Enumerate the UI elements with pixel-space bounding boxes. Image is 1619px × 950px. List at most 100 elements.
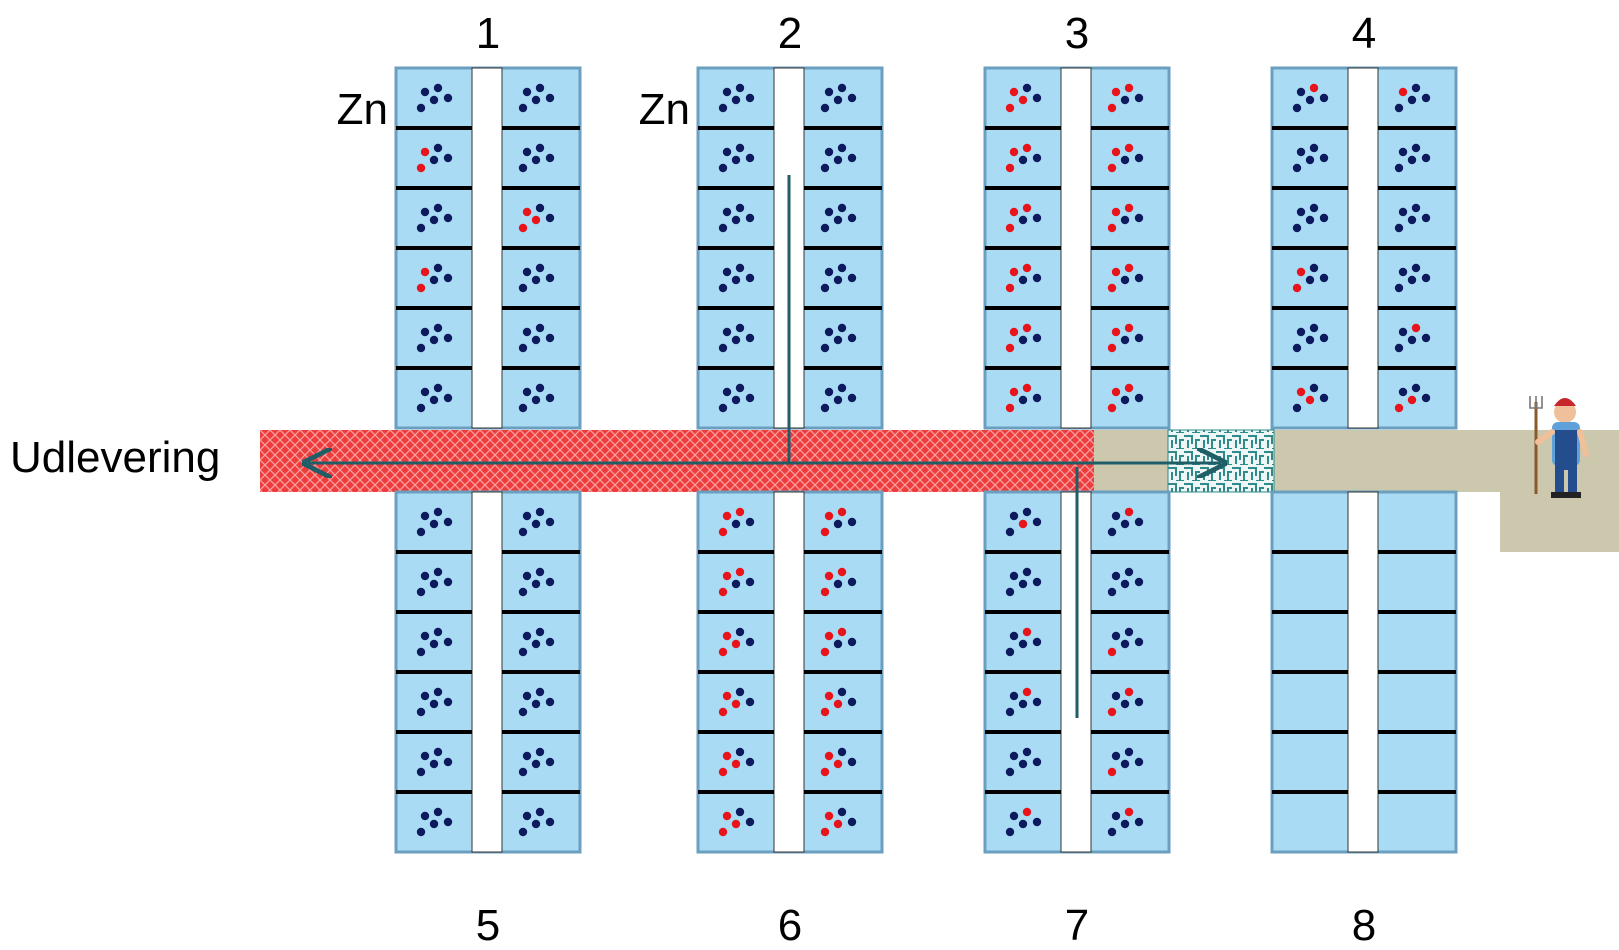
animal-dot [535, 807, 545, 817]
animal-dot [1005, 767, 1015, 777]
animal-dot [1111, 631, 1121, 641]
animal-dot [1111, 691, 1121, 701]
animal-dot [833, 699, 843, 709]
animal-dot [545, 93, 555, 103]
animal-dot [443, 757, 453, 767]
animal-dot [1124, 323, 1134, 333]
animal-dot [531, 819, 541, 829]
animal-dot [1134, 577, 1144, 587]
animal-dot [1305, 215, 1315, 225]
animal-dot [420, 207, 430, 217]
animal-dot [1022, 687, 1032, 697]
animal-dot [1398, 207, 1408, 217]
animal-dot [1394, 403, 1404, 413]
animal-dot [518, 283, 528, 293]
animal-dot [722, 327, 732, 337]
animal-dot [429, 699, 439, 709]
animal-dot [522, 147, 532, 157]
animal-dot [522, 387, 532, 397]
animal-dot [545, 333, 555, 343]
animal-dot [416, 283, 426, 293]
animal-dot [1319, 93, 1329, 103]
animal-dot [522, 631, 532, 641]
animal-dot [824, 751, 834, 761]
animal-dot [1032, 393, 1042, 403]
animal-dot [1309, 323, 1319, 333]
section-number-1: 1 [476, 9, 500, 58]
animal-dot [718, 343, 728, 353]
animal-dot [1107, 343, 1117, 353]
animal-dot [535, 383, 545, 393]
animal-dot [735, 807, 745, 817]
animal-dot [1292, 343, 1302, 353]
animal-dot [833, 395, 843, 405]
animal-dot [735, 263, 745, 273]
animal-dot [1032, 333, 1042, 343]
animal-dot [429, 639, 439, 649]
animal-dot [837, 507, 847, 517]
animal-dot [847, 577, 857, 587]
animal-dot [722, 387, 732, 397]
animal-dot [518, 223, 528, 233]
animal-dot [833, 639, 843, 649]
animal-dot [1411, 203, 1421, 213]
animal-dot [416, 223, 426, 233]
animal-dot [1005, 343, 1015, 353]
animal-dot [1009, 751, 1019, 761]
animal-dot [416, 767, 426, 777]
animal-dot [735, 747, 745, 757]
animal-dot [531, 639, 541, 649]
animal-dot [535, 567, 545, 577]
animal-dot [1292, 403, 1302, 413]
animal-dot [1018, 639, 1028, 649]
animal-dot [531, 759, 541, 769]
animal-dot [731, 819, 741, 829]
animal-dot [731, 759, 741, 769]
animal-dot [745, 273, 755, 283]
animal-dot [1111, 207, 1121, 217]
animal-dot [722, 147, 732, 157]
animal-dot [731, 519, 741, 529]
animal-dot [433, 203, 443, 213]
animal-dot [443, 817, 453, 827]
animal-dot [745, 393, 755, 403]
animal-dot [1005, 827, 1015, 837]
animal-dot [1022, 383, 1032, 393]
animal-dot [1018, 519, 1028, 529]
animal-dot [745, 697, 755, 707]
animal-dot [1407, 155, 1417, 165]
animal-dot [820, 103, 830, 113]
animal-dot [1309, 263, 1319, 273]
animal-dot [833, 519, 843, 529]
animal-dot [1005, 103, 1015, 113]
animal-dot [745, 213, 755, 223]
animal-dot [722, 631, 732, 641]
animal-dot [535, 747, 545, 757]
animal-dot [735, 507, 745, 517]
animal-dot [429, 819, 439, 829]
animal-dot [1107, 707, 1117, 717]
animal-dot [1134, 637, 1144, 647]
animal-dot [443, 393, 453, 403]
animal-dot [531, 579, 541, 589]
animal-dot [416, 587, 426, 597]
pen-aisle-5 [471, 491, 503, 853]
animal-dot [735, 567, 745, 577]
animal-dot [1309, 143, 1319, 153]
animal-dot [1009, 511, 1019, 521]
corridor-label: Udlevering [10, 433, 220, 482]
animal-dot [443, 577, 453, 587]
animal-dot [1124, 687, 1134, 697]
animal-dot [429, 275, 439, 285]
animal-dot [1134, 153, 1144, 163]
animal-dot [433, 323, 443, 333]
animal-dot [443, 697, 453, 707]
animal-dot [1296, 327, 1306, 337]
animal-dot [545, 273, 555, 283]
animal-dot [833, 759, 843, 769]
animal-dot [1022, 143, 1032, 153]
animal-dot [837, 203, 847, 213]
animal-dot [1124, 383, 1134, 393]
animal-dot [1411, 143, 1421, 153]
animal-dot [518, 103, 528, 113]
